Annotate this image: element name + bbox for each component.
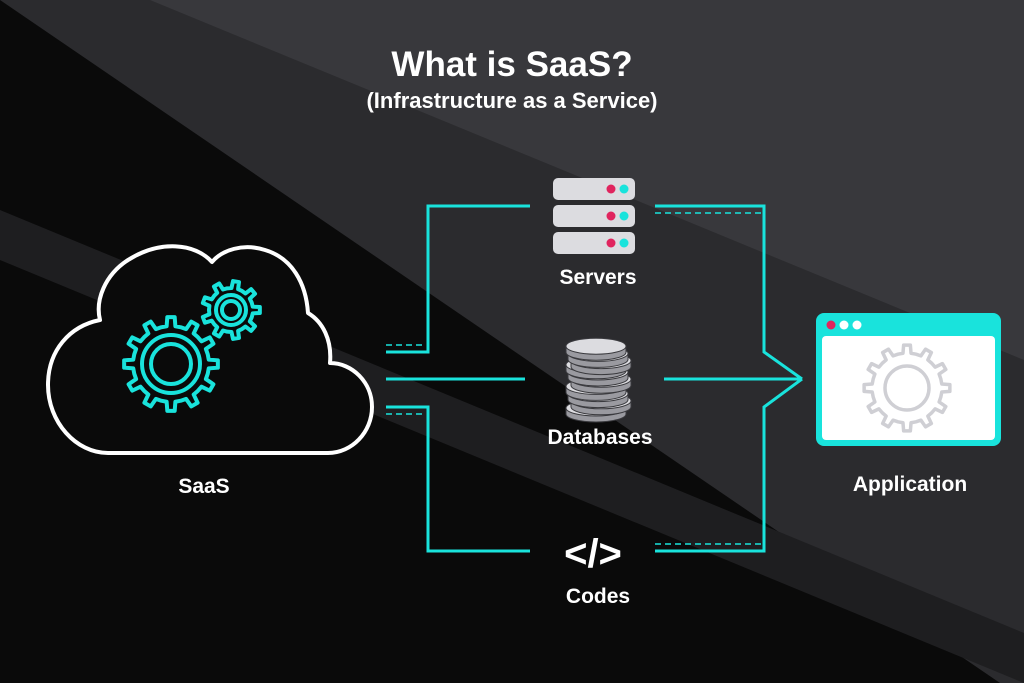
diagram-subtitle: (Infrastructure as a Service): [366, 88, 658, 113]
large-gear-icon: [122, 315, 220, 413]
code-brackets-icon: </>: [564, 532, 622, 576]
server-rack-icon: [553, 178, 635, 254]
label-databases: Databases: [547, 426, 653, 449]
small-gear-icon: [200, 279, 262, 341]
app-gear-icon: [862, 343, 952, 433]
coin-stack-icon: [565, 337, 632, 423]
cloud-with-gears-icon: [46, 244, 374, 455]
connector-servers-app: [655, 204, 803, 381]
connector-saas-servers: [386, 204, 530, 354]
label-servers: Servers: [559, 266, 637, 289]
connector-dashed-accents: [386, 212, 762, 545]
connector-lines: [386, 204, 803, 553]
connector-saas-codes: [386, 405, 530, 553]
app-window-gear-icon: [816, 313, 1001, 446]
connector-codes-app: [655, 377, 803, 553]
diagram-title: What is SaaS?: [391, 45, 633, 84]
label-codes: Codes: [565, 585, 631, 608]
label-application: Application: [852, 473, 968, 496]
label-saas: SaaS: [178, 475, 230, 498]
